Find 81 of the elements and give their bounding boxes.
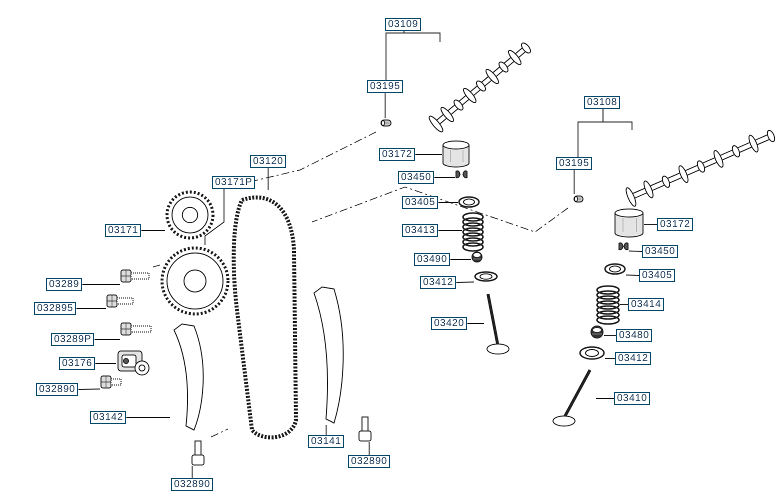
leader-line <box>192 466 193 478</box>
leader-line <box>620 304 628 305</box>
leader-line <box>384 92 386 118</box>
part-number-label: 03450 <box>642 245 678 258</box>
spring-retainer-drawing <box>604 263 626 275</box>
part-number-label: 03289P <box>51 333 94 346</box>
part-number-label: 03410 <box>614 392 650 405</box>
valve-keeper-drawing <box>455 170 468 179</box>
spring-seat-drawing <box>474 271 498 282</box>
leader-line <box>644 224 658 225</box>
valve-drawing <box>484 292 510 356</box>
part-number-label: 03289 <box>46 278 82 291</box>
part-number-label: 03405 <box>402 196 438 209</box>
part-number-label: 03141 <box>308 435 344 448</box>
leader-line <box>438 230 462 231</box>
leader-line <box>204 188 224 246</box>
part-number-label: 03176 <box>59 357 96 370</box>
part-number-label: 03172 <box>657 218 694 231</box>
part-number-label: 03414 <box>628 298 664 311</box>
leader-line <box>414 154 442 155</box>
leader-line <box>596 398 614 399</box>
leader-line <box>82 284 120 285</box>
leader-line <box>628 250 642 252</box>
part-number-label: 03142 <box>90 411 126 424</box>
leader-line <box>604 335 616 336</box>
cam-sprocket-drawing <box>165 190 215 240</box>
dowel-pin-drawing <box>380 118 392 128</box>
spring-retainer-drawing <box>458 196 480 208</box>
cam-sprocket-drawing <box>160 245 230 317</box>
leader-line <box>434 177 456 178</box>
leader-line <box>94 363 116 364</box>
leader-line <box>404 30 440 42</box>
camshaft-drawing <box>625 130 775 205</box>
part-number-label: 032890 <box>36 383 78 396</box>
camshaft-drawing <box>430 42 530 132</box>
leader-line <box>604 358 616 359</box>
valve-seal-drawing <box>590 325 604 339</box>
part-number-label: 032890 <box>348 455 390 468</box>
part-number-label: 032895 <box>34 302 76 315</box>
spring-seat-drawing <box>579 346 605 360</box>
leader-line <box>94 339 120 340</box>
leader-line <box>126 417 170 418</box>
valve-spring-drawing <box>462 212 484 252</box>
leader-line <box>438 202 458 203</box>
leader-line <box>466 323 484 324</box>
valve-keeper-drawing <box>618 242 629 251</box>
valve-spring-drawing <box>596 285 620 325</box>
part-number-label: 03109 <box>385 18 422 31</box>
part-number-label: 03108 <box>584 96 620 109</box>
part-number-label: 03171 <box>105 224 142 237</box>
leader-line <box>268 168 269 190</box>
part-number-label: 032890 <box>171 478 214 491</box>
part-number-label: 03480 <box>616 329 652 342</box>
bolt-drawing <box>100 375 122 389</box>
part-number-label: 03195 <box>556 157 592 170</box>
valve-lifter-drawing <box>614 208 644 238</box>
leader-line <box>140 230 166 231</box>
part-number-label: 03171P <box>212 176 256 189</box>
valve-seal-drawing <box>471 251 483 263</box>
part-number-label: 03450 <box>398 171 434 184</box>
leader-line <box>326 424 327 436</box>
part-number-label: 03405 <box>639 269 676 282</box>
leader-line <box>386 30 404 80</box>
part-number-label: 03412 <box>420 276 456 289</box>
part-number-label: 03412 <box>615 352 652 365</box>
leader-line <box>574 170 575 194</box>
part-number-label: 03172 <box>379 148 416 161</box>
part-number-label: 03195 <box>367 80 404 93</box>
valve-lifter-drawing <box>442 140 470 168</box>
dowel-pin-drawing <box>573 194 584 204</box>
leader-line <box>368 442 370 456</box>
leader-line <box>450 259 472 260</box>
leader-line <box>578 108 604 158</box>
part-number-label: 03490 <box>414 253 450 266</box>
leader-line <box>456 282 474 283</box>
part-number-label: 03413 <box>402 224 438 237</box>
leader-line <box>626 274 640 276</box>
part-number-label: 03420 <box>431 317 468 330</box>
part-number-label: 03120 <box>250 155 286 168</box>
leader-line <box>78 388 100 390</box>
leader-line <box>76 308 106 309</box>
